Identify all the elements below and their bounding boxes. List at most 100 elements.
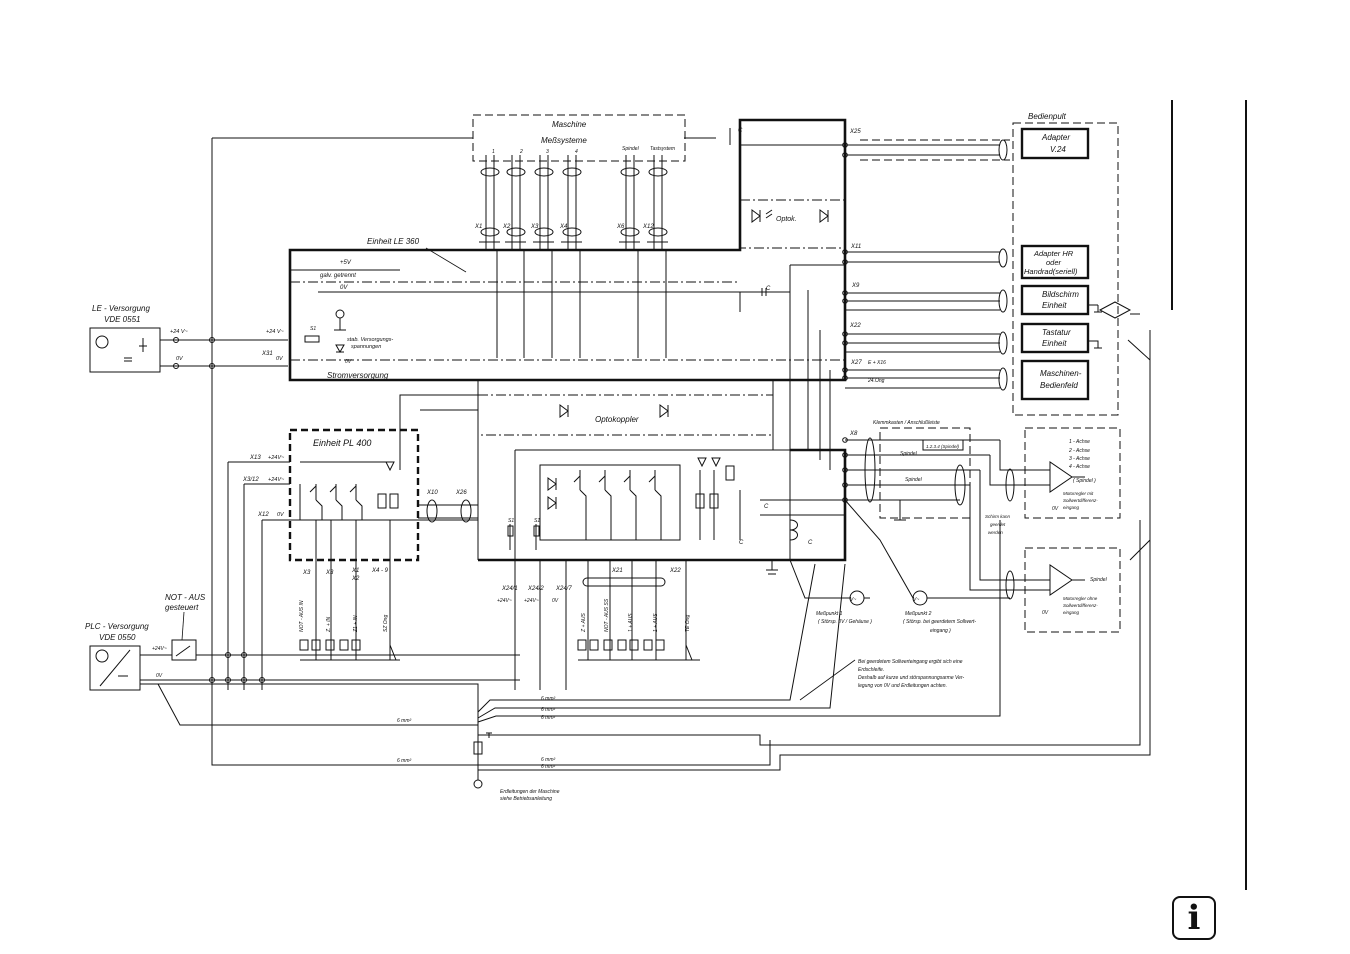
svg-text:TE Ong: TE Ong bbox=[685, 615, 691, 632]
svg-text:X3: X3 bbox=[325, 570, 334, 576]
optokoppler-label: Optokoppler bbox=[595, 415, 639, 424]
svg-text:0V: 0V bbox=[277, 512, 285, 518]
svg-text:Adapter: Adapter bbox=[1041, 133, 1070, 142]
erdschleife-note: Bei geerdetem Sollwerteingang ergibt sic… bbox=[858, 659, 963, 665]
svg-text:Meßpunkt 1: Meßpunkt 1 bbox=[816, 611, 843, 617]
klemmkasten-box bbox=[879, 427, 971, 519]
svg-text:eingang ): eingang ) bbox=[930, 628, 951, 634]
axis-1-label: 1 bbox=[492, 149, 495, 155]
svg-text:0V: 0V bbox=[1052, 506, 1059, 512]
tastsystem-label: Tastsystem bbox=[650, 146, 675, 152]
maschine-title: Maschine bbox=[552, 120, 587, 129]
svg-text:S1: S1 bbox=[310, 326, 316, 332]
svg-text:2 - Achse: 2 - Achse bbox=[1068, 448, 1090, 454]
x12-label: X12 bbox=[642, 224, 654, 230]
svg-text:+24V~: +24V~ bbox=[497, 598, 512, 604]
svg-text:Spindel: Spindel bbox=[905, 477, 923, 483]
frame-left-wire bbox=[211, 138, 478, 766]
x26-label: X26 bbox=[455, 490, 467, 496]
svg-text:3 - Achse: 3 - Achse bbox=[1069, 456, 1090, 462]
klemmkasten-title: Klemmkasten / Anschlußleiste bbox=[873, 420, 940, 426]
svg-text:( Störsp. bei geerdetem Sollwe: ( Störsp. bei geerdetem Sollwert- bbox=[903, 619, 976, 625]
svg-text:legung von 0V und Erdleitungen: legung von 0V und Erdleitungen achten. bbox=[858, 683, 947, 689]
svg-text:E + X16: E + X16 bbox=[868, 360, 886, 366]
svg-text:X3: X3 bbox=[302, 570, 311, 576]
svg-text:0V: 0V bbox=[552, 598, 559, 604]
svg-text:1 + AUS: 1 + AUS bbox=[628, 613, 634, 632]
x11-label: X11 bbox=[850, 244, 861, 250]
svg-text:C: C bbox=[738, 128, 743, 134]
svg-text:0V: 0V bbox=[340, 285, 348, 291]
svg-text:Tastatur: Tastatur bbox=[1042, 328, 1071, 337]
pl400-transistors bbox=[309, 461, 399, 520]
svg-text:0V: 0V bbox=[156, 673, 163, 679]
svg-text:( Spindel ): ( Spindel ) bbox=[1073, 478, 1096, 484]
svg-text:6 mm²: 6 mm² bbox=[541, 707, 556, 713]
le-psu-box bbox=[89, 327, 161, 373]
messsysteme-label: Meßsysteme bbox=[541, 136, 587, 145]
not-aus-label: NOT - AUS bbox=[165, 593, 206, 602]
svg-text:( Störsp. 0V / Gehäuse ): ( Störsp. 0V / Gehäuse ) bbox=[818, 619, 872, 625]
svg-text:Handrad(seriell): Handrad(seriell) bbox=[1024, 267, 1078, 276]
svg-text:Meßpunkt 2: Meßpunkt 2 bbox=[905, 611, 932, 617]
relay-row bbox=[299, 639, 700, 661]
svg-text:X1: X1 bbox=[351, 568, 359, 574]
svg-text:geerdet: geerdet bbox=[990, 522, 1006, 527]
svg-text:spannungen: spannungen bbox=[351, 344, 381, 350]
svg-text:Adapter HR: Adapter HR bbox=[1033, 249, 1074, 258]
svg-text:4 - Achse: 4 - Achse bbox=[1069, 464, 1090, 470]
svg-text:1.2.3.4 (Spindel): 1.2.3.4 (Spindel) bbox=[926, 444, 960, 449]
pl400-title: Einheit PL 400 bbox=[313, 438, 371, 448]
amp-1 bbox=[1049, 461, 1073, 493]
svg-text:X2: X2 bbox=[351, 576, 360, 582]
x27-label: X27 bbox=[850, 360, 862, 366]
svg-text:6 mm²: 6 mm² bbox=[541, 715, 556, 721]
svg-text:Z1 + IN: Z1 + IN bbox=[353, 615, 359, 633]
adapter-hr-box bbox=[1020, 244, 1090, 280]
x3-12-label: X3/12 bbox=[242, 477, 259, 483]
le360-title: Einheit LE 360 bbox=[367, 237, 420, 246]
bedienpult-box bbox=[1012, 122, 1119, 416]
x2-label: X2 bbox=[502, 224, 511, 230]
x22b-label: X22 bbox=[669, 568, 681, 574]
svg-text:eingang: eingang bbox=[1063, 610, 1080, 615]
x13-label: X13 bbox=[249, 455, 261, 461]
svg-text:galv. getrennt: galv. getrennt bbox=[320, 273, 356, 279]
x24-1-label: X24/1 bbox=[501, 586, 518, 592]
svg-text:Motorregler ohne: Motorregler ohne bbox=[1063, 596, 1098, 601]
svg-text:Motorregler mit: Motorregler mit bbox=[1063, 491, 1094, 496]
svg-text:V.24: V.24 bbox=[1050, 145, 1066, 154]
plc-versorgung-title: PLC - Versorgung bbox=[85, 622, 149, 631]
spindel-label: Spindel bbox=[622, 146, 640, 152]
svg-text:S1: S1 bbox=[534, 518, 540, 524]
measuring-cables bbox=[479, 155, 668, 250]
svg-text:6 mm²: 6 mm² bbox=[541, 764, 556, 770]
x8-label: X8 bbox=[849, 431, 858, 437]
svg-text:Spindel: Spindel bbox=[1090, 577, 1108, 583]
svg-text:6 mm²: 6 mm² bbox=[397, 758, 412, 764]
svg-text:X4 - 9: X4 - 9 bbox=[371, 568, 389, 574]
svg-text:C: C bbox=[739, 540, 744, 546]
x3-label: X3 bbox=[530, 224, 539, 230]
svg-text:6 mm²: 6 mm² bbox=[541, 757, 556, 763]
erdung-note: Erdleitungen der Maschine bbox=[500, 789, 560, 795]
info-icon[interactable]: i bbox=[1172, 896, 1216, 940]
svg-text:+24V~: +24V~ bbox=[524, 598, 539, 604]
svg-text:6 mm²: 6 mm² bbox=[397, 718, 412, 724]
bedienpult-title: Bedienpult bbox=[1028, 112, 1067, 121]
le-versorgung-title: LE - Versorgung bbox=[92, 304, 151, 313]
svg-text:24.Ong: 24.Ong bbox=[867, 378, 885, 384]
svg-text:V~: V~ bbox=[850, 597, 856, 603]
svg-text:Einheit: Einheit bbox=[1042, 339, 1067, 348]
x21-label: X21 bbox=[611, 568, 623, 574]
output-transistors bbox=[573, 470, 662, 540]
svg-text:Maschinen-: Maschinen- bbox=[1040, 369, 1082, 378]
stromversorgung-label: Stromversorgung bbox=[327, 371, 389, 380]
svg-text:0V: 0V bbox=[1042, 610, 1049, 616]
plc-psu-box bbox=[89, 645, 141, 691]
svg-text:NOT - AUS IN: NOT - AUS IN bbox=[299, 600, 305, 632]
optok-box bbox=[739, 199, 846, 249]
x31-label: X31 bbox=[261, 351, 273, 357]
svg-text:Z + AUS: Z + AUS bbox=[581, 612, 587, 633]
